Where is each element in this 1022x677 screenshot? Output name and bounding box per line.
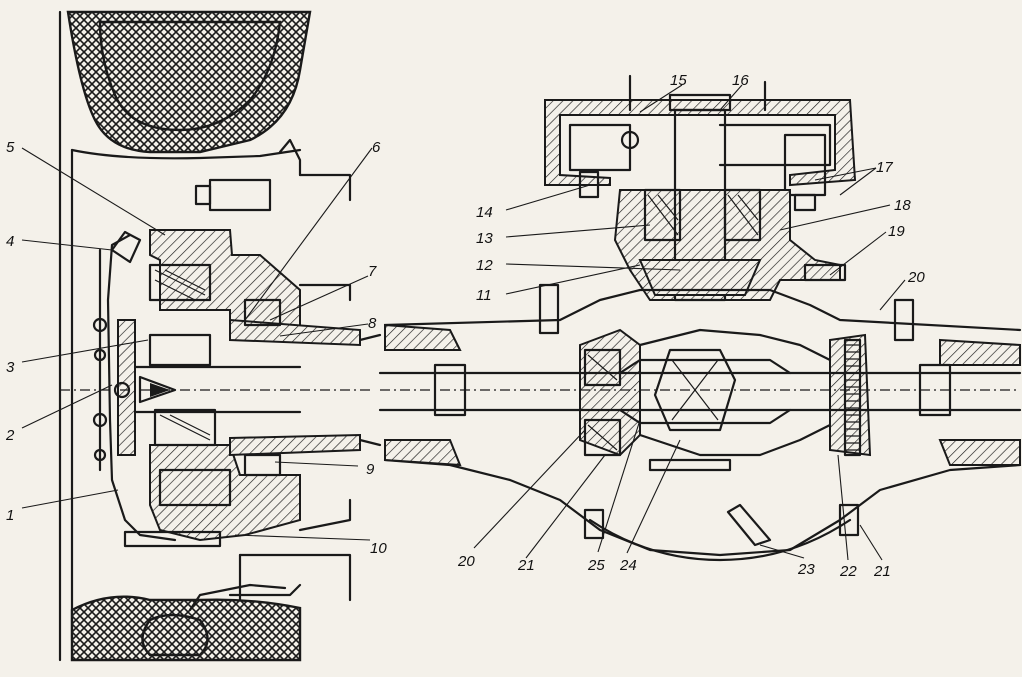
callout-22: 22 (839, 563, 857, 580)
callout-6: 6 (372, 139, 381, 156)
axle-housing-outline (383, 288, 1022, 557)
diff-bearing-left (583, 348, 622, 387)
callout-17: 17 (876, 159, 893, 176)
half-shaft-left (133, 365, 302, 414)
callout-8: 8 (368, 315, 377, 332)
hub-body (149, 229, 301, 336)
callout-1: 1 (6, 507, 14, 524)
callout-10: 10 (370, 540, 387, 557)
differential-pinions (653, 348, 737, 432)
callout-15: 15 (670, 72, 687, 89)
callout-12: 12 (476, 257, 493, 274)
tire-bottom-section (70, 595, 302, 662)
ring-gear (843, 338, 862, 457)
callout-20-lower: 20 (457, 553, 475, 570)
oil-sump (588, 518, 852, 562)
callout-19: 19 (888, 223, 905, 240)
callout-23: 23 (797, 561, 815, 578)
inner-bearing (153, 408, 217, 447)
outer-bearing (148, 263, 212, 302)
differential-case (579, 328, 641, 457)
drive-pinion (638, 259, 762, 296)
callout-3: 3 (6, 359, 15, 376)
callout-2: 2 (5, 427, 15, 444)
callout-5: 5 (6, 139, 15, 156)
callout-14: 14 (476, 204, 493, 221)
rim-bolt (208, 178, 272, 212)
callout-13: 13 (476, 230, 493, 247)
callout-11: 11 (476, 287, 492, 304)
callout-4: 4 (6, 233, 14, 250)
callout-9: 9 (366, 461, 375, 478)
tire-top-section (66, 10, 312, 154)
callout-20-upper: 20 (907, 269, 925, 286)
lower-stud (123, 530, 222, 548)
callout-7: 7 (368, 263, 377, 280)
half-shaft-right (378, 371, 1022, 412)
callout-18: 18 (894, 197, 911, 214)
callout-16: 16 (732, 72, 749, 89)
grease-fitting (110, 230, 142, 264)
leader-lines (21, 84, 906, 561)
wheel-assembly (58, 10, 382, 662)
callout-labels: 1 2 3 4 5 6 7 8 9 10 11 12 13 14 15 16 1… (5, 72, 925, 580)
main-drive-differential (378, 74, 1022, 562)
brake-bolt (158, 468, 232, 507)
callout-21-right: 21 (873, 563, 891, 580)
hub-cap (117, 319, 136, 456)
callout-24: 24 (619, 557, 637, 574)
callout-21-left: 21 (517, 557, 535, 574)
callout-25: 25 (587, 557, 605, 574)
